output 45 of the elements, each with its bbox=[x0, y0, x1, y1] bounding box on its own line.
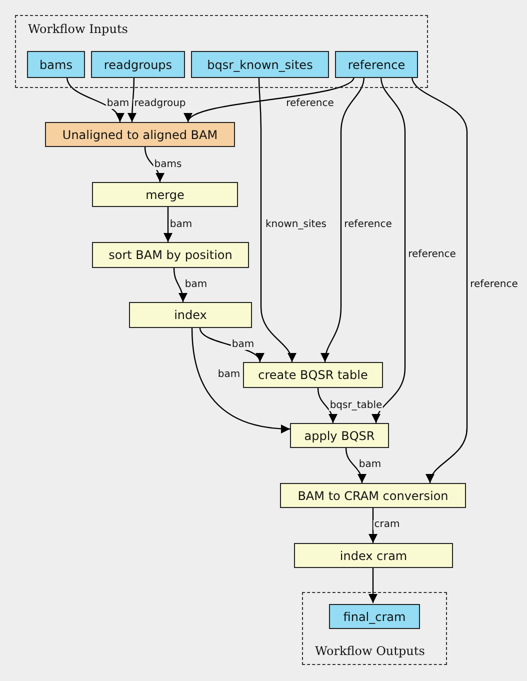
arrow bbox=[191, 328, 290, 434]
arrow bbox=[372, 76, 406, 424]
arrow bbox=[368, 568, 378, 603]
arrow bbox=[345, 448, 366, 484]
edge-label: bam bbox=[216, 370, 242, 380]
process-box: sort BAM by position bbox=[92, 242, 249, 268]
data-box: final_cram bbox=[329, 604, 420, 629]
arrow bbox=[144, 146, 164, 182]
group-title: Workflow Outputs bbox=[315, 643, 425, 660]
process-box: index cram bbox=[294, 543, 453, 568]
arrow bbox=[173, 268, 188, 302]
process-box: create BQSR table bbox=[243, 362, 383, 388]
process-box: apply BQSR bbox=[290, 423, 389, 448]
edge-label: known_sites bbox=[264, 220, 328, 230]
group-title: Workflow Inputs bbox=[28, 21, 128, 38]
edge-label: bams bbox=[153, 160, 183, 170]
arrow bbox=[258, 77, 296, 362]
process-box: Unaligned to aligned BAM bbox=[45, 122, 235, 147]
edge-label: cram bbox=[373, 520, 401, 530]
process-box: merge bbox=[92, 182, 238, 207]
group-frame bbox=[15, 15, 428, 88]
arrow bbox=[321, 76, 365, 362]
edge-label: reference bbox=[407, 250, 457, 260]
group-frame bbox=[302, 592, 447, 665]
data-box: reference bbox=[335, 51, 418, 78]
process-box: BAM to CRAM conversion bbox=[280, 483, 466, 508]
edge-label: bam bbox=[230, 340, 256, 350]
arrow bbox=[164, 207, 172, 242]
edge-label: readgroup bbox=[133, 99, 187, 109]
arrow bbox=[368, 508, 378, 543]
edge-label: reference bbox=[343, 220, 393, 230]
edge-label: bam bbox=[106, 99, 130, 109]
edge-label: bam bbox=[184, 280, 208, 290]
data-box: bqsr_known_sites bbox=[191, 51, 329, 78]
arrow bbox=[411, 76, 468, 484]
edge-label: reference bbox=[469, 280, 519, 290]
edge-label: bam bbox=[168, 220, 194, 230]
edge-label: bqsr_table bbox=[328, 401, 384, 411]
arrow bbox=[66, 76, 123, 122]
arrow bbox=[128, 77, 137, 122]
process-box: index bbox=[129, 302, 252, 328]
arrow bbox=[317, 388, 337, 424]
data-box: bams bbox=[27, 51, 85, 78]
data-box: readgroups bbox=[91, 51, 185, 78]
edge-label: bam bbox=[358, 460, 382, 470]
